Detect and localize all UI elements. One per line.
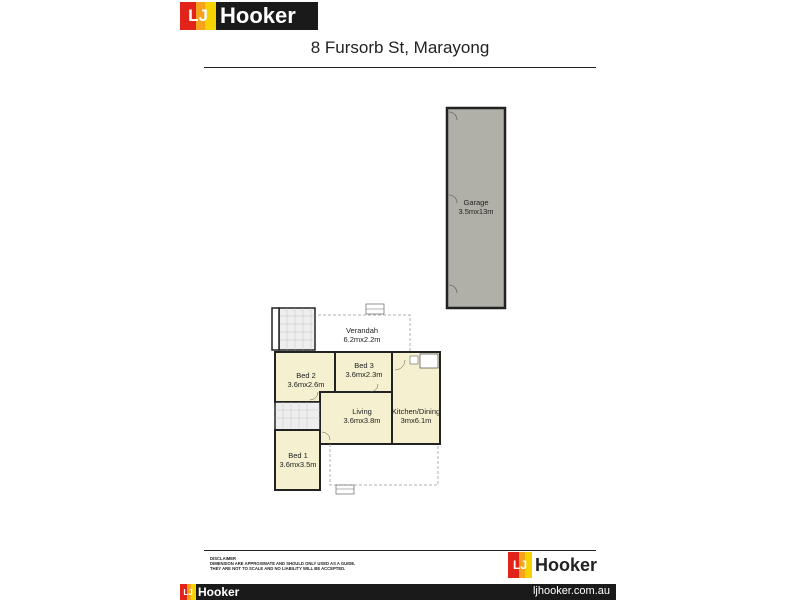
- bed2-name: Bed 2: [296, 371, 316, 380]
- footer-divider: [204, 550, 596, 551]
- bed2-size: 3.6mx2.6m: [287, 380, 324, 389]
- page-title: 8 Fursorb St, Marayong: [310, 38, 490, 57]
- garage-size: 3.5mx13m: [458, 207, 493, 216]
- brand-name: Hooker: [535, 554, 598, 575]
- brand-mark: LJ: [180, 584, 196, 600]
- living-name: Living: [352, 407, 372, 416]
- bed1-name: Bed 1: [288, 451, 308, 460]
- bed3-size: 3.6mx2.3m: [345, 370, 382, 379]
- brand-name: Hooker: [220, 3, 296, 28]
- footer-bar: LJ Hooker ljhooker.com.au: [180, 584, 616, 600]
- laundry-area: [271, 307, 316, 351]
- bed1-size: 3.6mx3.5m: [279, 460, 316, 469]
- garage-room: Garage 3.5mx13m: [445, 106, 507, 310]
- verandah-size: 6.2mx2.2m: [343, 335, 380, 344]
- brand-logo-secondary: LJ Hooker: [508, 552, 598, 578]
- brand-name: Hooker: [198, 585, 240, 599]
- garage-name: Garage: [463, 198, 488, 207]
- brand-mark: LJ: [508, 552, 532, 578]
- kitchen-name: Kitchen/Dining: [392, 407, 440, 416]
- verandah-name: Verandah: [346, 326, 378, 335]
- living-size: 3.6mx3.8m: [343, 416, 380, 425]
- verandah: Verandah 6.2mx2.2m: [318, 303, 411, 352]
- title-divider: [204, 67, 596, 68]
- house: Bed 3 3.6mx2.3m Bed 2 3.6mx2.6m Living 3…: [274, 351, 441, 495]
- bed3-name: Bed 3: [354, 361, 374, 370]
- disclaimer: DISCLAIMER DIMENSION ARE APPROXIMATE AND…: [210, 556, 510, 571]
- disclaimer-line-1: DIMENSION ARE APPROXIMATE AND SHOULD ONL…: [210, 561, 356, 566]
- brand-logo: LJ Hooker: [180, 2, 318, 30]
- kitchen-size: 3mx6.1m: [401, 416, 432, 425]
- brand-logo-footer: LJ Hooker: [180, 584, 250, 600]
- disclaimer-heading: DISCLAIMER: [210, 556, 237, 561]
- website-link[interactable]: ljhooker.com.au: [532, 585, 610, 597]
- disclaimer-line-2: THEY ARE NOT TO SCALE AND NO LIABILITY W…: [210, 566, 346, 571]
- brand-mark: LJ: [180, 2, 216, 30]
